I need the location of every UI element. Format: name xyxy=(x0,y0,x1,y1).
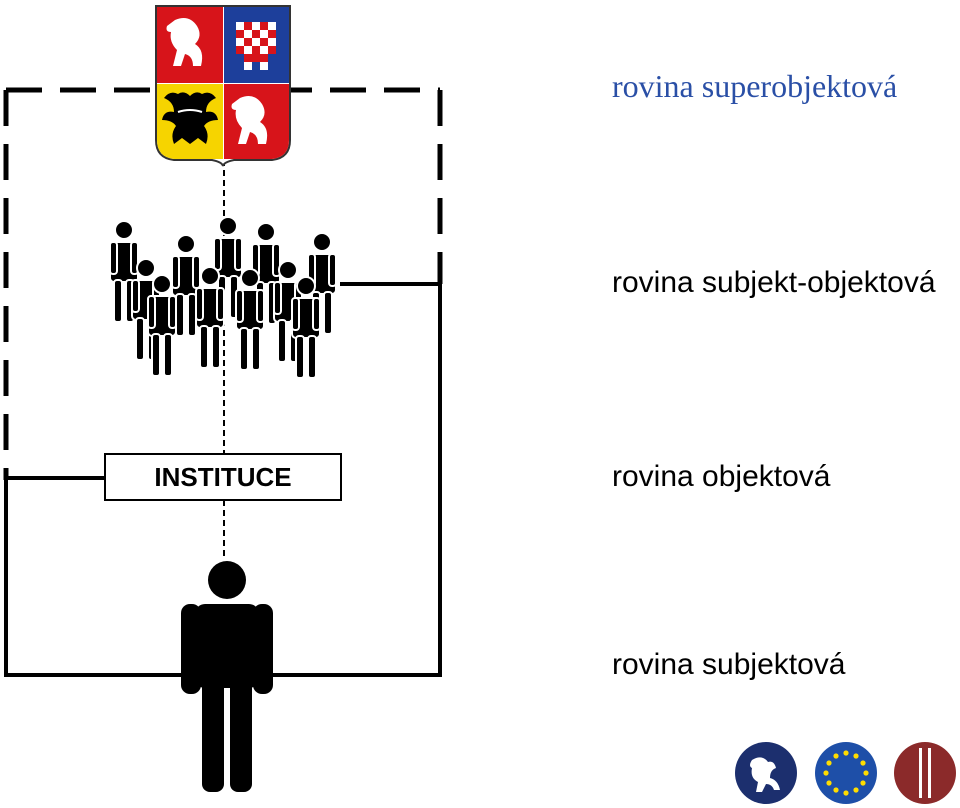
level-label-object: rovina objektová xyxy=(612,460,831,493)
maroon-logo-icon xyxy=(894,742,956,804)
level-label-superobject: rovina superobjektová xyxy=(612,68,898,104)
level-label-subject: rovina subjektová xyxy=(612,648,846,681)
institution-label: INSTITUCE xyxy=(154,461,292,492)
eu-stars-logo-icon xyxy=(815,742,877,804)
czech-coat-of-arms-icon xyxy=(155,5,291,167)
level-label-subject-object: rovina subjekt-objektová xyxy=(612,266,936,299)
institution-box: INSTITUCE xyxy=(104,453,342,501)
lion-logo-icon xyxy=(735,742,797,804)
person-icon xyxy=(181,561,273,792)
